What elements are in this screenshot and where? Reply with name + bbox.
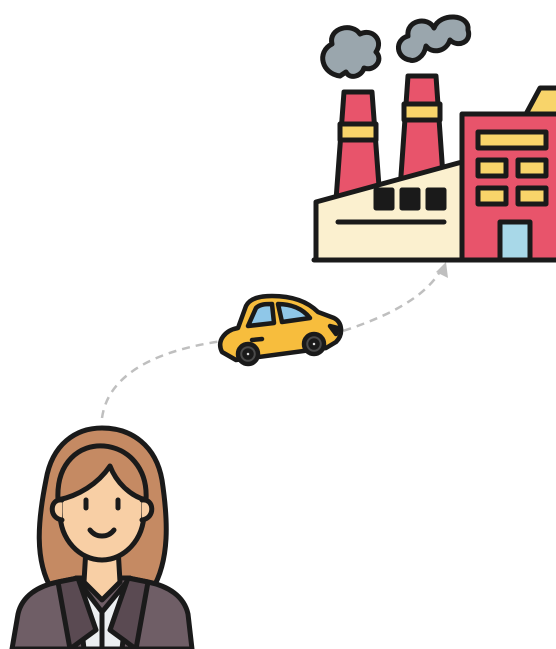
smoke-cloud-left xyxy=(323,28,379,77)
tower-door xyxy=(500,222,530,260)
path-arrowhead xyxy=(436,262,448,278)
woman-commuter-icon xyxy=(12,428,192,649)
chimney-left-band xyxy=(340,124,376,140)
car-icon xyxy=(220,296,341,364)
smoke-cloud-right xyxy=(398,17,468,61)
tower-roof-step xyxy=(526,88,556,114)
factory-icon xyxy=(314,17,556,260)
chimney-right-band xyxy=(404,104,440,120)
